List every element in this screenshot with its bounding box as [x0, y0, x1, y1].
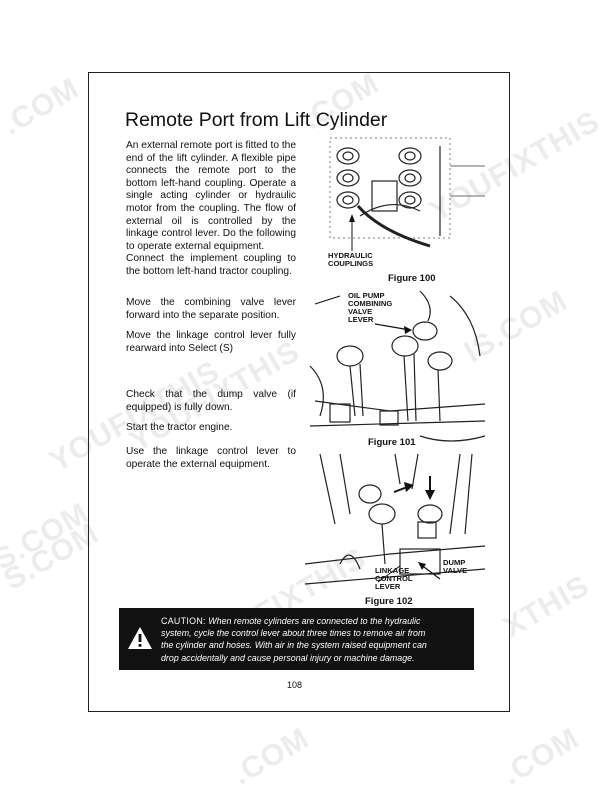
paragraph: Use the linkage control lever to operate… — [126, 446, 296, 470]
figure-102-caption: Figure 102 — [365, 596, 413, 607]
paragraph: An external remote port is fitted to the… — [126, 140, 296, 252]
figure-101-caption: Figure 101 — [368, 437, 416, 448]
watermark: .COM — [497, 721, 585, 792]
watermark: .COM — [0, 71, 85, 142]
warning-triangle-icon — [128, 627, 152, 649]
paragraph: Move the linkage control lever fully rea… — [126, 330, 296, 354]
paragraph: Connect the implement coupling to the bo… — [126, 253, 296, 277]
paragraph: Check that the dump valve (if equipped) … — [126, 389, 296, 413]
page-border — [88, 72, 510, 712]
figure-101-illustration — [309, 290, 486, 442]
watermark: .COM — [227, 721, 315, 792]
page-number: 108 — [287, 680, 303, 690]
figure-100-caption: Figure 100 — [388, 273, 436, 284]
watermark: XTHIS — [497, 568, 596, 645]
caution-text: CAUTION: When remote cylinders are conne… — [161, 616, 427, 663]
paragraph: Start the tractor engine. — [126, 422, 233, 433]
figure-100-illustration — [329, 137, 485, 251]
paragraph: Move the combining valve lever forward i… — [126, 297, 296, 321]
page-title: Remote Port from Lift Cylinder — [125, 109, 388, 131]
caution-box: CAUTION: When remote cylinders are conne… — [119, 608, 474, 670]
figure-102-illustration — [304, 454, 486, 585]
